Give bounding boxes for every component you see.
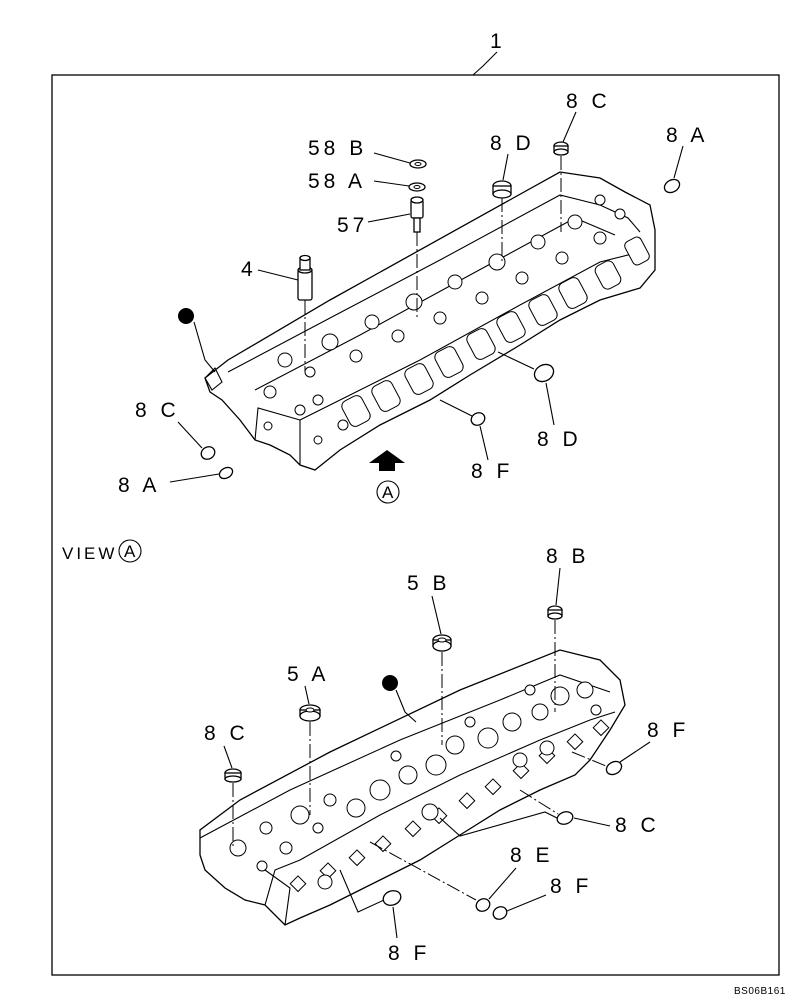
- part-8f-plug-low: [492, 906, 508, 920]
- part-8f-plug-right: [605, 760, 623, 776]
- bottom-marker-dot: [382, 675, 398, 691]
- view-a-marker-heading: A: [118, 539, 142, 563]
- part-8d-plug-right: [533, 363, 555, 383]
- svg-text:A: A: [382, 483, 394, 502]
- part-8e-plug: [475, 898, 491, 912]
- part-8f-plug-bottom: [382, 890, 402, 906]
- label-8d-top: 8 D: [490, 132, 535, 155]
- part-8a-plug-top: [663, 178, 681, 194]
- svg-text:A: A: [124, 542, 136, 561]
- part-57-injector-sleeve: [410, 196, 424, 233]
- cylinder-head-top: [204, 171, 656, 471]
- part-8a-plug-left: [218, 466, 234, 480]
- label-8e: 8 E: [510, 844, 554, 867]
- label-8c-bottom-left: 8 C: [204, 722, 249, 745]
- part-4-sleeve: [297, 254, 313, 301]
- top-marker-dot: [178, 308, 194, 324]
- view-title: VIEW: [62, 544, 117, 563]
- label-57: 57: [337, 214, 368, 237]
- bottom-head-holes: [229, 681, 602, 890]
- part-8c-plug-left: [200, 446, 216, 460]
- assembly-ref-label: 1: [490, 30, 506, 53]
- part-5b-seal: [432, 634, 452, 652]
- label-8f-bottom: 8 F: [388, 942, 430, 965]
- cylinder-head-bottom: [199, 649, 626, 926]
- label-4: 4: [241, 258, 257, 281]
- diagram-frame: [51, 74, 780, 976]
- part-8c-plug-top: [553, 141, 569, 156]
- label-8f-top: 8 F: [471, 460, 513, 483]
- label-58a: 58 A: [308, 170, 366, 193]
- top-head-ports: [341, 236, 650, 427]
- part-58b-washer: [409, 159, 427, 169]
- label-5b: 5 B: [407, 572, 451, 595]
- top-head-holes: [263, 194, 626, 445]
- label-8f-right: 8 F: [647, 719, 689, 742]
- label-8d-right: 8 D: [537, 428, 582, 451]
- assembly-ref-leader: [472, 51, 498, 76]
- view-a-arrow: [369, 450, 405, 471]
- label-8c-left: 8 C: [135, 399, 180, 422]
- part-8f-plug-top: [470, 412, 486, 426]
- label-5a: 5 A: [287, 663, 329, 686]
- drawing-code: BS06B161: [734, 986, 786, 997]
- label-8f-low: 8 F: [550, 875, 592, 898]
- part-58a-washer: [408, 182, 426, 192]
- label-58b: 58 B: [308, 137, 367, 160]
- label-8c-bottom-right: 8 C: [615, 814, 660, 837]
- label-8a-top: 8 A: [666, 124, 708, 147]
- label-8b: 8 B: [546, 545, 590, 568]
- part-8b-plug: [547, 605, 563, 620]
- part-8d-plug-top: [492, 180, 512, 199]
- part-8c-plug-bottom-left: [224, 768, 242, 783]
- part-8c-plug-bottom-right: [556, 811, 574, 825]
- view-a-marker-top: A: [376, 480, 400, 504]
- part-5a-seal: [299, 704, 321, 722]
- label-8a-left: 8 A: [118, 474, 160, 497]
- label-8c-top: 8 C: [566, 90, 611, 113]
